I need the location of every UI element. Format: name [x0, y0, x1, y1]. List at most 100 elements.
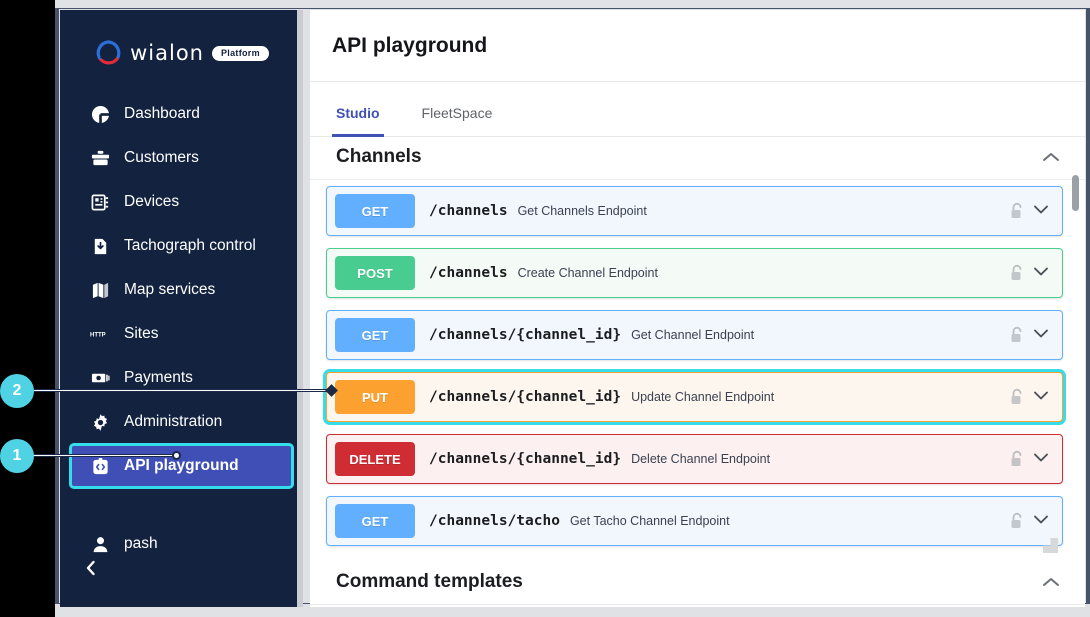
unlock-icon[interactable]: [1009, 202, 1025, 220]
sidebar-item-dashboard[interactable]: Dashboard: [70, 92, 293, 136]
sidebar-nav: Dashboard Customers Devices: [60, 92, 303, 566]
sidebar-item-label: Sites: [124, 325, 159, 342]
unlock-icon[interactable]: [1009, 326, 1025, 344]
chevron-up-icon[interactable]: [1039, 145, 1063, 169]
window-left-edge: [55, 0, 59, 617]
window-top-strip: [55, 0, 1090, 9]
sidebar-item-devices[interactable]: Devices: [70, 180, 293, 224]
section-title: Command templates: [336, 571, 523, 592]
operation-controls: [1009, 264, 1062, 282]
chevron-down-icon[interactable]: [1032, 388, 1050, 406]
operation-path: /channels/tacho: [429, 513, 560, 529]
sidebar-item-customers[interactable]: Customers: [70, 136, 293, 180]
sidebar-item-administration[interactable]: Administration: [70, 400, 293, 444]
section-header-command-templates[interactable]: Command templates: [310, 562, 1085, 605]
brand-logo[interactable]: wialon Platform: [60, 32, 303, 74]
operation-path: /channels/{channel_id}: [429, 451, 622, 467]
document-download-icon: [90, 236, 110, 256]
operation-controls: [1009, 512, 1062, 530]
section-title: Channels: [336, 146, 422, 167]
operation-controls: [1009, 326, 1062, 344]
method-badge: GET: [335, 318, 415, 352]
operation-row[interactable]: DELETE /channels/{channel_id} Delete Cha…: [326, 434, 1063, 484]
map-icon: [90, 280, 110, 300]
unlock-icon[interactable]: [1009, 512, 1025, 530]
sidebar-item-sites[interactable]: HTTP Sites: [70, 312, 293, 356]
tab-fleetspace[interactable]: FleetSpace: [421, 105, 493, 121]
operation-description: Update Channel Endpoint: [631, 390, 775, 404]
method-badge: PUT: [335, 380, 415, 414]
sidebar-item-tachograph-control[interactable]: Tachograph control: [70, 224, 293, 268]
operation-path: /channels: [429, 265, 508, 281]
operation-row[interactable]: GET /channels/{channel_id} Get Channel E…: [326, 310, 1063, 360]
sidebar-item-label: Customers: [124, 149, 199, 166]
annotation-marker-1: 1: [0, 439, 34, 473]
sidebar-user-label: pash: [124, 535, 158, 552]
content-panel: API playground Studio FleetSpace Channel…: [310, 10, 1085, 607]
chevron-left-icon: [84, 560, 98, 581]
tab-studio[interactable]: Studio: [332, 105, 384, 137]
sidebar-item-api-playground[interactable]: API playground: [70, 444, 293, 488]
sidebar-item-user[interactable]: pash: [70, 522, 293, 566]
sidebar-item-label: Payments: [124, 369, 193, 386]
sidebar-item-map-services[interactable]: Map services: [70, 268, 293, 312]
operation-row[interactable]: POST /channels Create Channel Endpoint: [326, 248, 1063, 298]
operation-controls: [1009, 388, 1062, 406]
operation-controls: [1009, 202, 1062, 220]
method-badge: GET: [335, 504, 415, 538]
unlock-icon[interactable]: [1009, 450, 1025, 468]
content-scrollbar-thumb[interactable]: [1072, 175, 1079, 211]
chevron-down-icon[interactable]: [1032, 202, 1050, 220]
operation-description: Get Channel Endpoint: [631, 328, 755, 342]
window-right-edge: [1086, 0, 1090, 617]
resize-handle[interactable]: [1043, 538, 1058, 553]
sidebar-item-label: Dashboard: [124, 105, 200, 122]
operation-description: Delete Channel Endpoint: [631, 452, 771, 466]
operations-list: GET /channels Get Channels Endpoint: [310, 180, 1085, 553]
brand-badge: Platform: [211, 45, 269, 61]
chevron-up-icon[interactable]: [1039, 570, 1063, 594]
sidebar-item-label: Map services: [124, 281, 216, 298]
operation-row[interactable]: GET /channels Get Channels Endpoint: [326, 186, 1063, 236]
sidebar-item-payments[interactable]: Payments: [70, 356, 293, 400]
method-badge: GET: [335, 194, 415, 228]
chevron-down-icon[interactable]: [1032, 512, 1050, 530]
gear-icon: [90, 412, 110, 432]
sidebar-item-label: Tachograph control: [124, 237, 256, 254]
operation-description: Create Channel Endpoint: [517, 266, 658, 280]
brand-wordmark: wialon: [130, 41, 204, 65]
app-window: wialon Platform Dashboard Customers: [55, 0, 1090, 617]
sidebar-item-label: Administration: [124, 413, 223, 430]
chevron-down-icon[interactable]: [1032, 326, 1050, 344]
unlock-icon[interactable]: [1009, 388, 1025, 406]
unlock-icon[interactable]: [1009, 264, 1025, 282]
operation-controls: [1009, 450, 1062, 468]
operation-path: /channels/{channel_id}: [429, 389, 622, 405]
tab-bar: Studio FleetSpace: [310, 82, 1085, 137]
sidebar-collapse-button[interactable]: [60, 555, 303, 585]
svg-text:HTTP: HTTP: [90, 332, 106, 338]
operations-scroll-area: Channels GET /channels Get Channels Endp…: [310, 137, 1085, 607]
annotation-endpoint-1: [172, 451, 181, 460]
sidebar-scrollbar[interactable]: [297, 10, 303, 607]
briefcase-icon: [90, 148, 110, 168]
annotation-marker-2: 2: [0, 374, 34, 408]
method-badge: POST: [335, 256, 415, 290]
operation-row[interactable]: PUT /channels/{channel_id} Update Channe…: [326, 372, 1063, 422]
http-icon: HTTP: [90, 324, 110, 344]
operation-description: Get Tacho Channel Endpoint: [569, 514, 730, 528]
payments-icon: [90, 368, 110, 388]
page-title: API playground: [310, 10, 1085, 82]
chevron-down-icon[interactable]: [1032, 264, 1050, 282]
section-header-channels[interactable]: Channels: [310, 137, 1085, 180]
api-icon: [90, 456, 110, 476]
dashboard-icon: [90, 104, 110, 124]
operation-path: /channels/{channel_id}: [429, 327, 622, 343]
chevron-down-icon[interactable]: [1032, 450, 1050, 468]
sidebar-item-label: API playground: [124, 457, 239, 474]
operation-row[interactable]: GET /channels/tacho Get Tacho Channel En…: [326, 496, 1063, 553]
sidebar: wialon Platform Dashboard Customers: [60, 10, 303, 607]
method-badge: DELETE: [335, 442, 415, 476]
annotation-line-2: [32, 389, 330, 392]
